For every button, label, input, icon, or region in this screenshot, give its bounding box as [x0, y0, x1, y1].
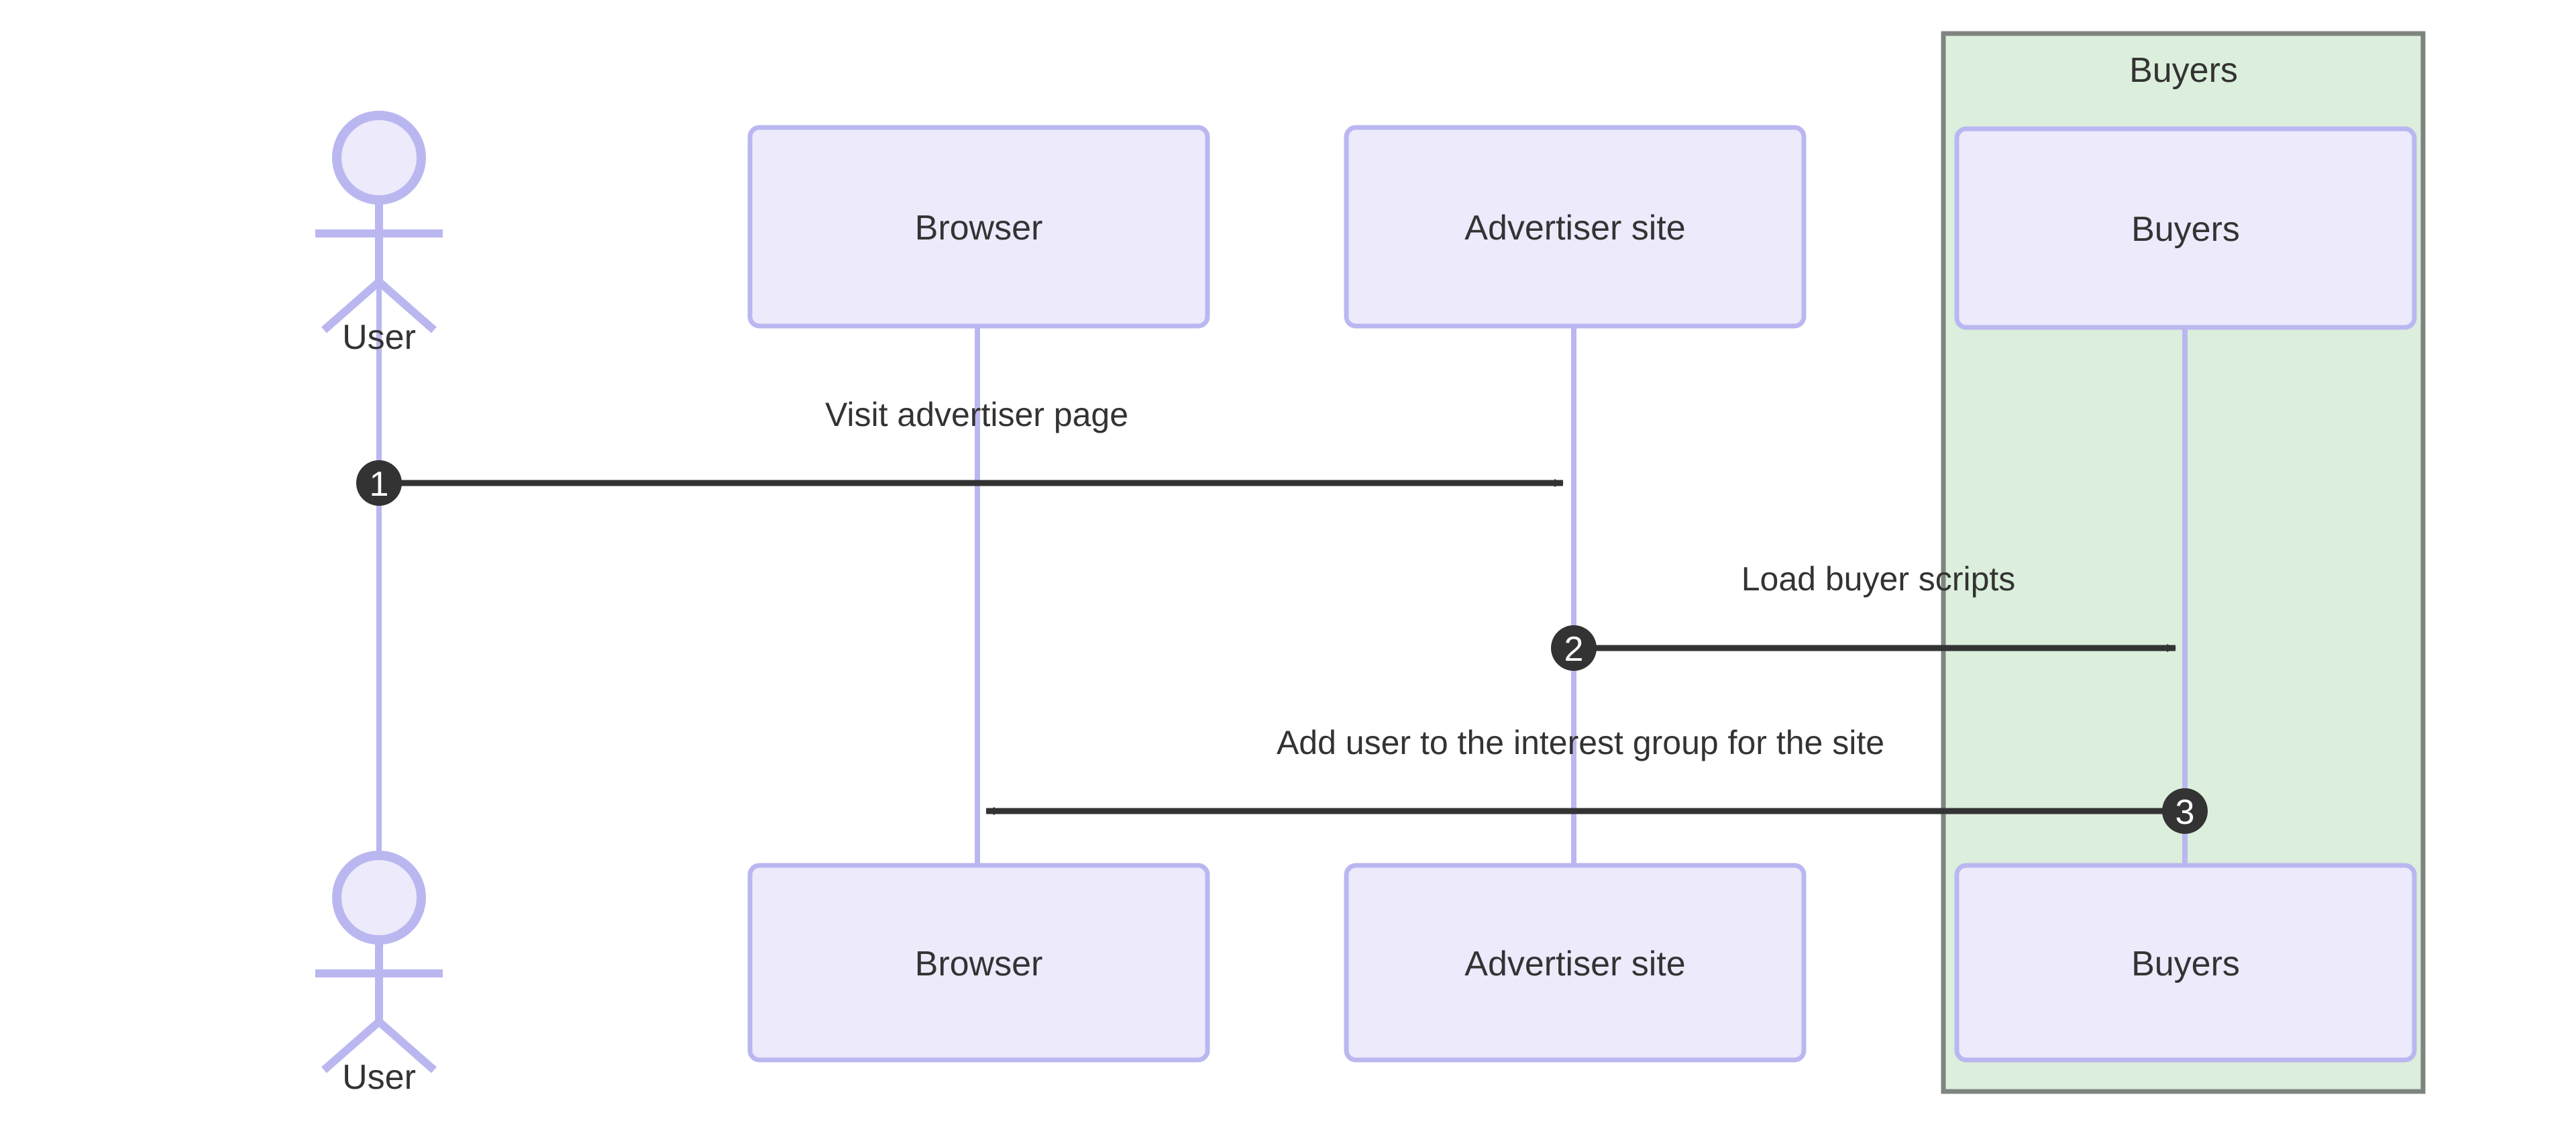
message-2-number: 2: [1564, 630, 1584, 669]
participant-box-buyers-top: [1954, 126, 2417, 330]
message-3[interactable]: Add user to the interest group for the s…: [985, 724, 2208, 834]
participant-buyers-top[interactable]: Buyers: [1954, 126, 2417, 330]
message-3-number-badge: [2162, 788, 2208, 834]
actor-label-user-bottom: User: [342, 1058, 416, 1097]
message-2-number-badge: [1551, 625, 1597, 671]
message-1-label: Visit advertiser page: [825, 396, 1128, 433]
lifelines: [376, 208, 2188, 867]
actor-head-icon: [332, 851, 426, 945]
participant-box-buyers-bottom: [1954, 863, 2417, 1063]
actor-leg-right-line: [376, 1018, 437, 1073]
participant-label-advertiser-top: Advertiser site: [1464, 209, 1685, 248]
participant-box-browser-bottom: [747, 863, 1210, 1063]
actor-head-icon: [332, 111, 426, 205]
message-1[interactable]: Visit advertiser page 1: [356, 396, 1564, 506]
actor-user-top[interactable]: User: [315, 111, 443, 357]
actor-label-user-top: User: [342, 318, 416, 357]
participant-advertiser-bottom[interactable]: Advertiser site: [1344, 863, 1807, 1063]
message-3-label: Add user to the interest group for the s…: [1277, 724, 1884, 761]
participant-label-advertiser-bottom: Advertiser site: [1464, 945, 1685, 983]
actor-user-bottom[interactable]: User: [315, 851, 443, 1097]
participant-label-browser-top: Browser: [915, 209, 1043, 248]
participant-box-advertiser-top: [1344, 125, 1807, 329]
message-3-number: 3: [2176, 793, 2195, 832]
participant-label-buyers-top: Buyers: [2131, 210, 2240, 249]
participant-advertiser-top[interactable]: Advertiser site: [1344, 125, 1807, 329]
message-2-label: Load buyer scripts: [1741, 560, 2016, 598]
group-label-buyers: Buyers: [2129, 51, 2238, 90]
actor-leg-left-line: [321, 278, 382, 333]
participant-browser-top[interactable]: Browser: [747, 125, 1210, 329]
actor-leg-left-line: [321, 1018, 382, 1073]
participant-browser-bottom[interactable]: Browser: [747, 863, 1210, 1063]
participant-label-buyers-bottom: Buyers: [2131, 945, 2240, 983]
participant-box-browser-top: [747, 125, 1210, 329]
participant-label-browser-bottom: Browser: [915, 945, 1043, 983]
message-1-number-badge: [356, 460, 402, 506]
participant-buyers-bottom[interactable]: Buyers: [1954, 863, 2417, 1063]
message-1-number: 1: [370, 465, 389, 504]
actor-leg-right-line: [376, 278, 437, 333]
message-2[interactable]: Load buyer scripts 2: [1551, 560, 2176, 671]
participant-box-advertiser-bottom: [1344, 863, 1807, 1063]
